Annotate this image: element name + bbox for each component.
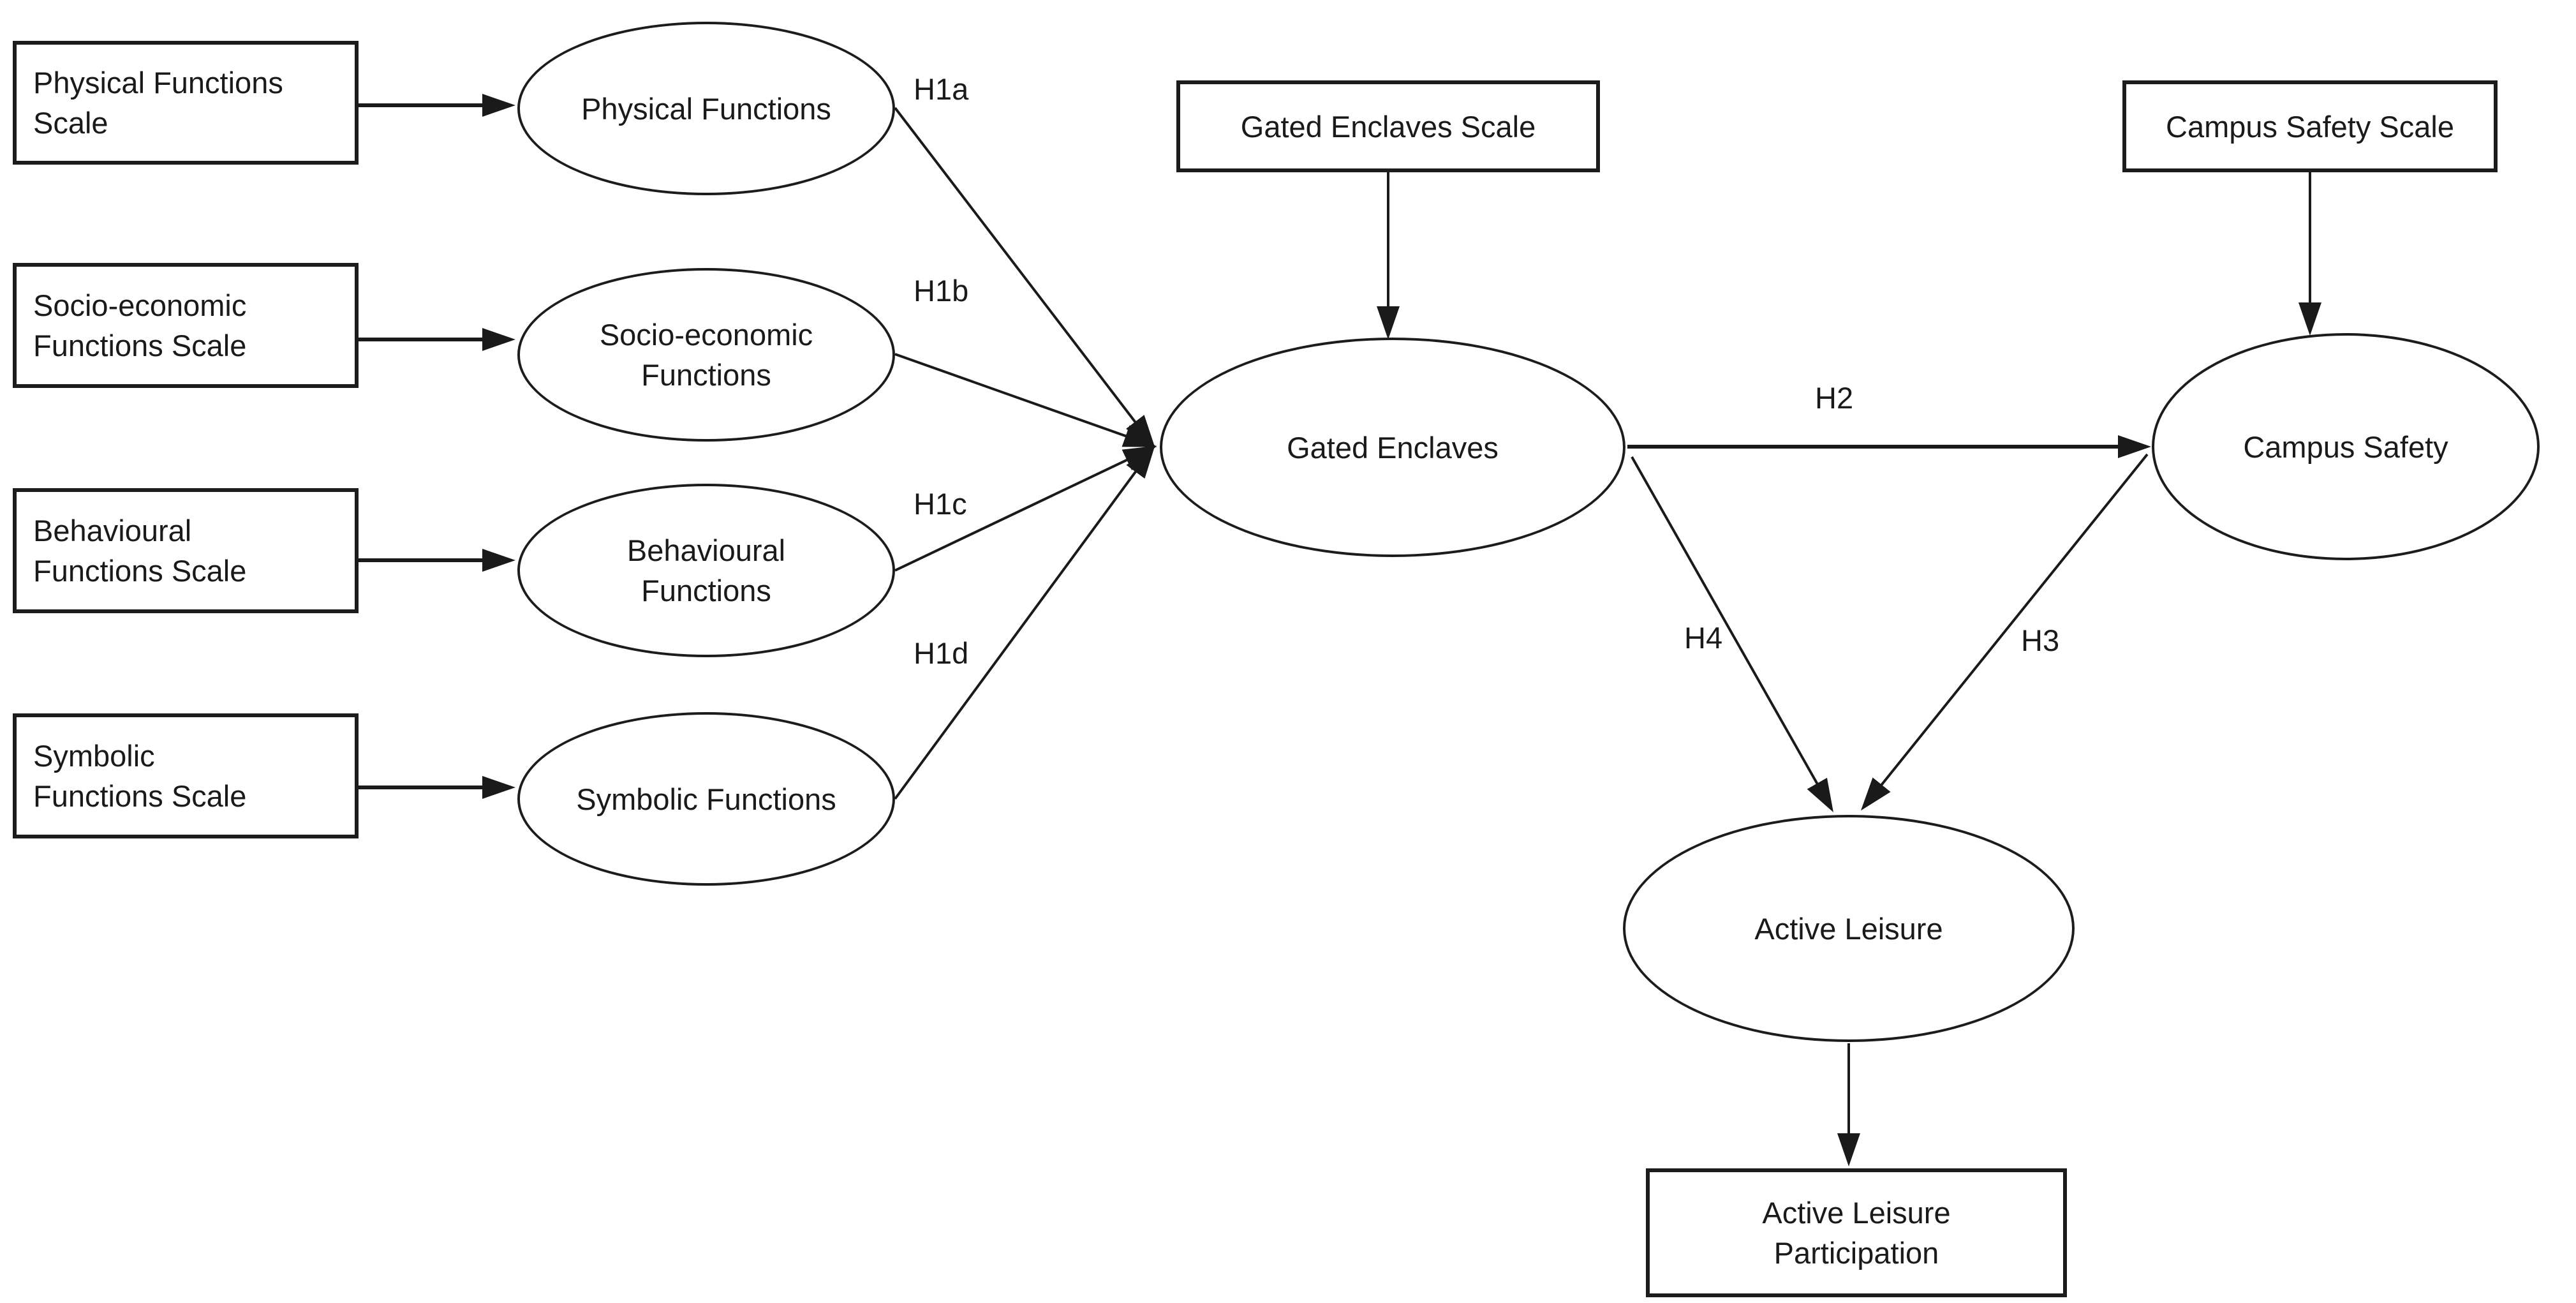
node-label: Functions (641, 574, 771, 607)
node-label: Scale (33, 106, 108, 140)
hypothesis-label-h1c: H1c (914, 487, 967, 521)
hypothesis-label-h4: H4 (1684, 621, 1723, 655)
node-socio-economic-functions-scale: Socio-economic Functions Scale (13, 263, 359, 388)
node-behavioural-functions-scale: Behavioural Functions Scale (13, 488, 359, 613)
hypothesis-label-h2: H2 (1815, 381, 1854, 415)
node-label: Campus Safety Scale (2166, 109, 2454, 144)
node-label: Gated Enclaves (1287, 430, 1499, 465)
node-label: Functions Scale (33, 329, 247, 362)
edge-h1b-socio-to-gated-enclaves (894, 353, 1157, 447)
node-symbolic-functions: Symbolic Functions (517, 712, 895, 886)
node-label: Physical Functions (581, 91, 831, 126)
node-label: Socio-economic (33, 288, 247, 322)
node-label: Gated Enclaves Scale (1240, 109, 1536, 144)
edge-h1a-physical-to-gated-enclaves (894, 107, 1155, 449)
node-active-leisure: Active Leisure (1623, 815, 2075, 1042)
node-label: Active Leisure (1762, 1196, 1951, 1230)
hypothesis-label-h1b: H1b (914, 274, 969, 308)
node-behavioural-functions: Behavioural Functions (517, 484, 895, 657)
node-label: Behavioural (33, 514, 192, 547)
node-label: Active Leisure (1754, 911, 1943, 946)
node-campus-safety: Campus Safety (2152, 333, 2540, 560)
node-label: Behavioural (626, 533, 786, 567)
node-label: Functions Scale (33, 554, 247, 588)
edge-h1d-symbolic-to-gated-enclaves (894, 445, 1155, 800)
node-label: Socio-economic (599, 318, 813, 352)
node-socio-economic-functions: Socio-economic Functions (517, 268, 895, 442)
node-label: Campus Safety (2243, 429, 2448, 464)
node-gated-enclaves-scale: Gated Enclaves Scale (1176, 80, 1600, 172)
node-campus-safety-scale: Campus Safety Scale (2122, 80, 2498, 172)
hypothesis-label-h3: H3 (2021, 623, 2060, 657)
edge-h3-campus-safety-to-active-leisure (1860, 453, 2149, 811)
node-symbolic-functions-scale: Symbolic Functions Scale (13, 713, 359, 838)
hypothesis-label-h1a: H1a (914, 72, 969, 106)
node-label: Functions (641, 358, 771, 392)
node-physical-functions-scale: Physical Functions Scale (13, 41, 359, 165)
node-label: Symbolic Functions (576, 782, 836, 816)
node-physical-functions: Physical Functions (517, 22, 895, 195)
node-label: Participation (1773, 1236, 1939, 1270)
node-label: Symbolic (33, 739, 155, 773)
node-label: Physical Functions (33, 66, 283, 100)
node-gated-enclaves: Gated Enclaves (1160, 338, 1625, 557)
hypothesis-label-h1d: H1d (914, 636, 969, 670)
node-label: Functions Scale (33, 779, 247, 813)
node-active-leisure-participation: Active Leisure Participation (1646, 1168, 2067, 1297)
edge-h4-gated-enclaves-to-active-leisure (1631, 456, 1833, 812)
edge-h1c-behavioural-to-gated-enclaves (894, 445, 1157, 572)
